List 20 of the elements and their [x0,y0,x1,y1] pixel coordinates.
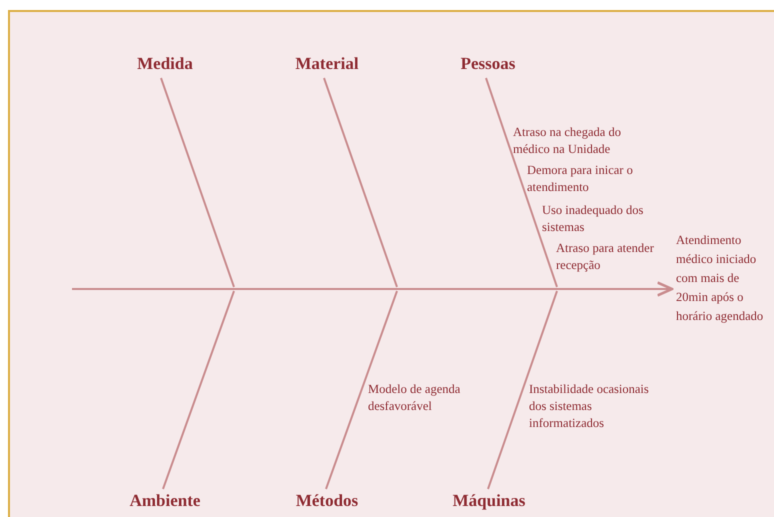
fishbone-line [485,78,558,288]
category-heading: Ambiente [118,491,212,511]
fishbone-line [325,290,398,490]
cause-text: Atraso na chegada do médico na Unidade [513,124,622,158]
category-heading: Material [281,54,373,74]
fishbone-line [323,78,398,288]
category-heading: Máquinas [439,491,539,511]
category-heading: Pessoas [441,54,535,74]
cause-text: Modelo de agenda desfavorável [368,381,462,415]
fishbone-line [487,290,558,490]
cause-text: Uso inadequado dos sistemas [542,202,644,236]
fishbone-line [162,290,235,490]
spine-arrow [72,281,674,297]
cause-text: Instabilidade ocasionais dos sistemas informatizados [529,381,650,432]
cause-text: Atraso para atender recepção [556,240,655,274]
fishbone-line [160,78,235,288]
category-heading: Medida [120,54,210,74]
category-heading: Métodos [279,491,375,511]
effect-text: Atendimento médico iniciado com mais de 20min após o horário agendado [676,231,772,326]
cause-text: Demora para inicar o atendimento [527,162,634,196]
